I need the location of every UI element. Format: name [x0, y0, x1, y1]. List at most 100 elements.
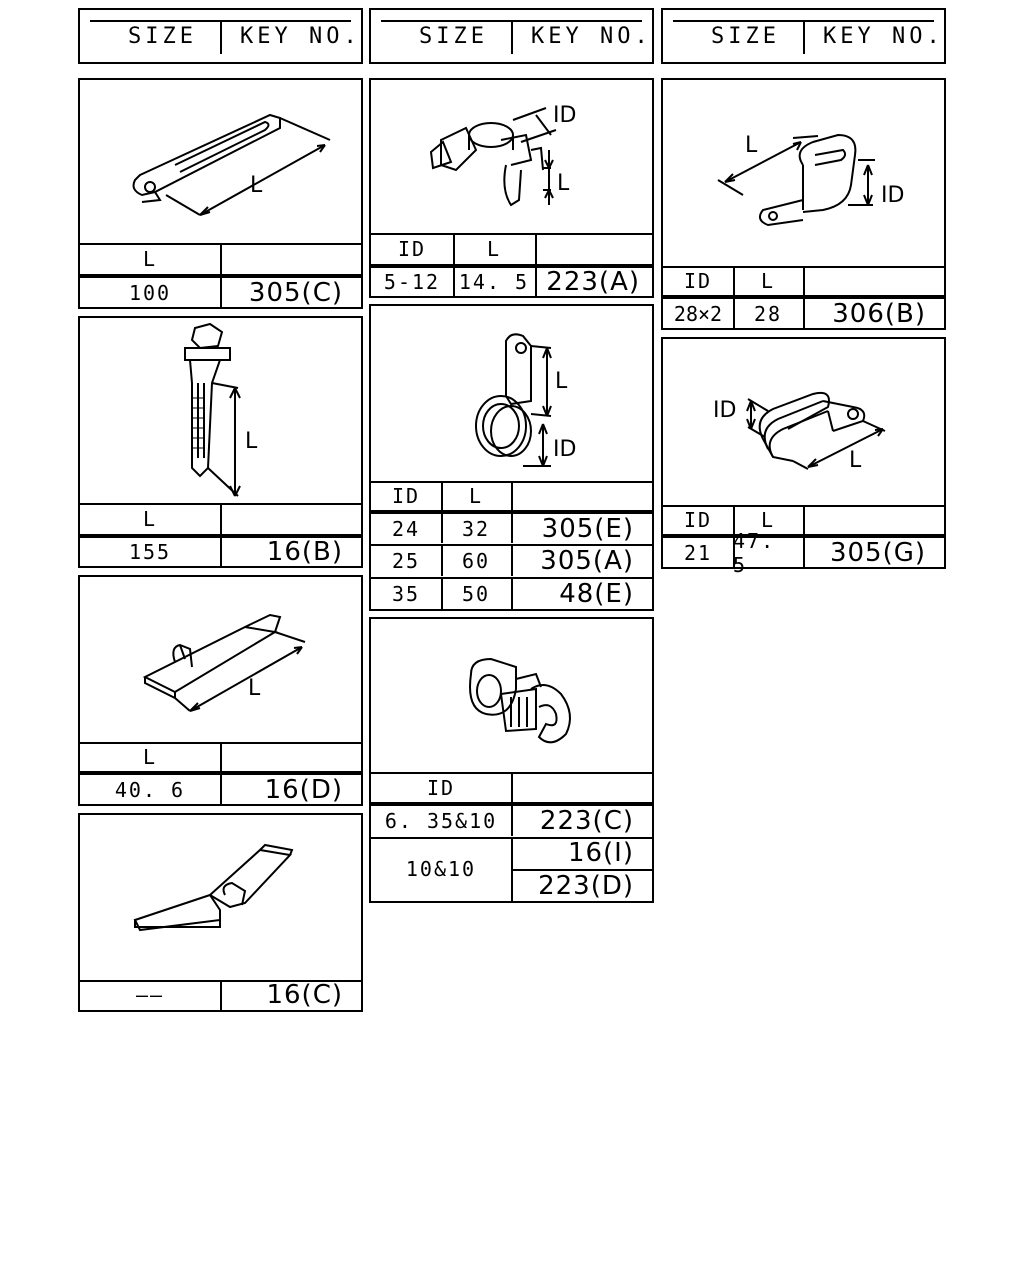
col-header-row: L [80, 503, 361, 535]
value-l: 60 [461, 549, 491, 573]
part-panel-305c: L L 100 305(C) [78, 78, 363, 309]
table-divider [453, 233, 455, 265]
key-number: 16(I) [567, 838, 634, 868]
table-divider [220, 503, 222, 535]
table-row: 5-12 14. 5 223(A) [371, 267, 652, 297]
value-id: 21 [683, 540, 713, 565]
table-divider [733, 538, 735, 567]
table-row: 35 50 48(E) [371, 579, 652, 609]
value-id: 6. 35&10 [384, 809, 498, 833]
value-id: 24 [391, 516, 421, 541]
header-rule [381, 20, 642, 22]
hose-clamp-drawing: ID L [429, 103, 576, 207]
table-rule-thick [80, 534, 361, 538]
dim-label-l: L [248, 676, 261, 701]
dim-label-l: L [849, 448, 862, 473]
key-number: 305(G) [829, 537, 926, 568]
table-divider [733, 299, 735, 328]
table-row: 10&10 16(I) 223(D) [371, 837, 652, 901]
p-clamp-drawing: L ID [475, 333, 576, 467]
table-divider [535, 233, 537, 265]
table-rule-thick [371, 510, 652, 514]
key-number: 48(E) [559, 579, 634, 609]
table-divider [441, 579, 443, 609]
table-row: 100 305(C) [80, 277, 361, 308]
key-number: 305(C) [248, 277, 343, 308]
value-l: 50 [461, 582, 491, 606]
header-col-1: SIZE KEY NO. [78, 8, 363, 64]
value-l: 32 [461, 516, 491, 541]
value-id: 5-12 [383, 270, 441, 294]
col-header-row: ID [371, 772, 652, 803]
col-header-row: L [80, 243, 361, 275]
key-number: 16(D) [264, 774, 343, 805]
part-panel-306b: L ID ID L 28×2 28 306(B) [661, 78, 946, 330]
bracket-clip-drawing [133, 843, 294, 932]
col-header-row: ID L [371, 233, 652, 265]
table-divider [220, 980, 222, 1010]
double-clip-drawing [469, 657, 571, 744]
table-divider [733, 266, 735, 296]
table-divider [220, 243, 222, 275]
part-panel-223c-16i-223d: ID 6. 35&10 223(C) 10&10 16(I) 223(D) [369, 617, 654, 903]
table-divider [220, 742, 222, 772]
table-divider [803, 505, 805, 535]
col-header-id: ID [683, 508, 713, 532]
table-row: 28×2 28 306(B) [663, 299, 944, 329]
header-col-3: SIZE KEY NO. [661, 8, 946, 64]
col-header-l: L [468, 484, 484, 508]
table-divider [441, 481, 443, 511]
table-divider [511, 772, 513, 803]
value-l: 47. 5 [733, 528, 776, 577]
part-panel-305g: ID L ID L 21 47. 5 305(G) [661, 337, 946, 577]
size-label: SIZE [711, 24, 780, 49]
table-divider [511, 546, 513, 576]
table-divider [220, 278, 222, 307]
value-id: 28×2 [673, 301, 723, 326]
strap-clip-drawing: L [132, 113, 331, 216]
col-header-row: ID L [663, 505, 944, 535]
dim-label-id: ID [553, 103, 576, 128]
table-divider [220, 775, 222, 804]
key-number: 223(D) [538, 870, 634, 901]
header-divider [511, 22, 513, 54]
table-divider [733, 505, 735, 535]
table-row: 155 16(B) [80, 537, 361, 567]
dim-label-l: L [557, 171, 570, 196]
part-drawing: L [80, 318, 361, 503]
table-divider [511, 514, 513, 543]
header-divider [803, 22, 805, 54]
part-drawing: L [80, 577, 361, 742]
key-number: 16(C) [266, 980, 343, 1010]
key-number: 305(E) [541, 513, 634, 544]
dim-label-id: ID [553, 437, 576, 462]
part-panel-16b: L L 155 16(B) [78, 316, 363, 568]
key-number: 16(B) [266, 537, 343, 567]
table-rule-thick [371, 802, 652, 806]
table-divider [803, 299, 805, 328]
dim-label-id: ID [713, 398, 736, 423]
header-col-2: SIZE KEY NO. [369, 8, 654, 64]
header-rule [90, 20, 351, 22]
loop-clamp-drawing: ID L [713, 391, 886, 473]
oval-clamp-drawing: L ID [717, 133, 904, 227]
table-rule [371, 233, 652, 235]
col-header-l: L [142, 247, 158, 271]
part-drawing: L ID [371, 306, 652, 481]
value-id: 35 [391, 582, 421, 606]
table-divider [453, 268, 455, 296]
col-header-l: L [760, 269, 776, 293]
value-id: 25 [391, 549, 421, 573]
table-rule [371, 544, 652, 546]
table-row: 21 47. 5 305(G) [663, 528, 944, 577]
table-row: 24 32 305(E) [371, 513, 652, 544]
col-header-row: ID L [371, 481, 652, 511]
col-header-row: ID L [663, 266, 944, 296]
value-l: 14. 5 [458, 270, 530, 294]
header-divider [220, 22, 222, 54]
key-number: 223(A) [546, 267, 640, 297]
part-panel-16d: L L 40. 6 16(D) [78, 575, 363, 806]
header-rule [673, 20, 934, 22]
col-header-id: ID [391, 484, 421, 508]
key-number: 305(A) [540, 546, 634, 576]
